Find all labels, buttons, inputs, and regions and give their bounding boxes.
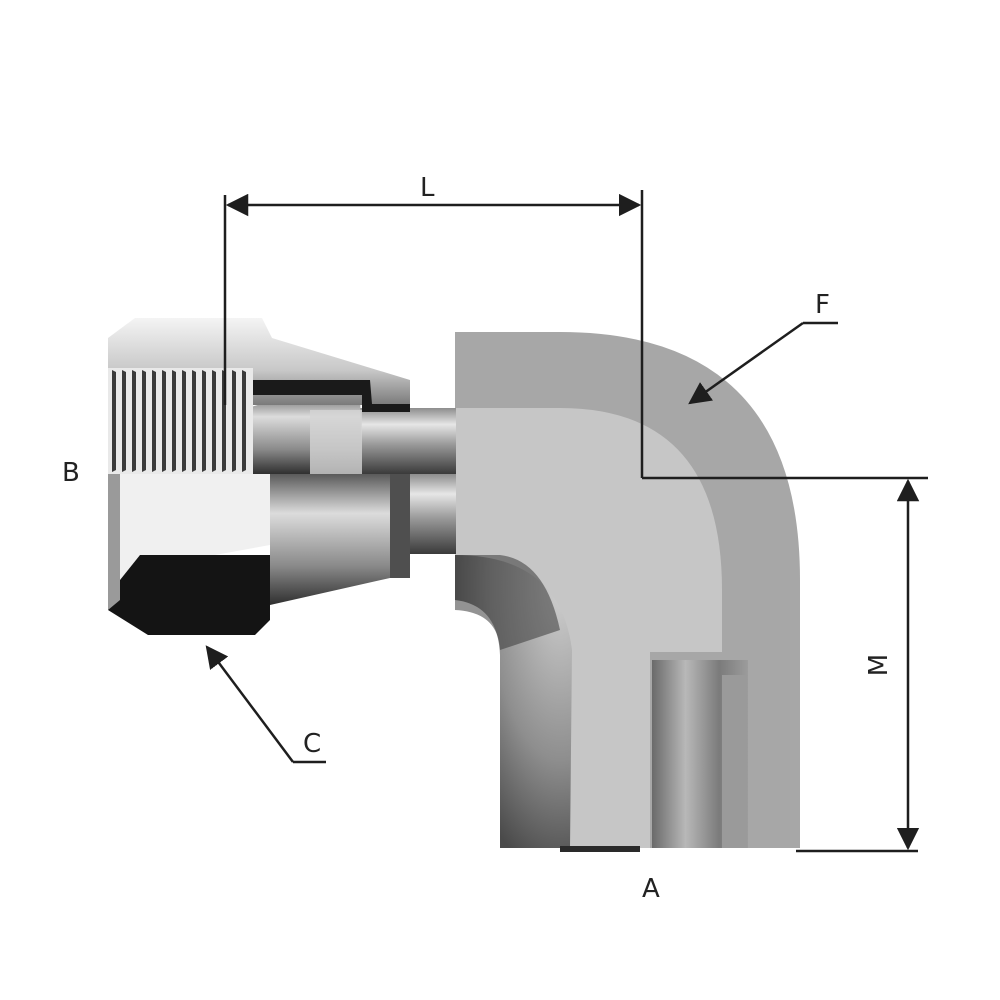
leader-F bbox=[688, 321, 838, 405]
thread-ridge bbox=[142, 370, 146, 472]
nut-side-shade bbox=[108, 474, 120, 610]
ferrule-lower bbox=[270, 474, 390, 605]
shaft-upper bbox=[360, 408, 456, 474]
leader-C bbox=[205, 645, 326, 764]
callout-label-A: A bbox=[642, 874, 660, 904]
ferrule-step bbox=[310, 410, 362, 474]
thread-ridge bbox=[152, 370, 156, 472]
nut-threads bbox=[112, 370, 246, 472]
thread-ridge bbox=[162, 370, 166, 472]
nut-inner-step bbox=[253, 380, 410, 412]
thread-ridge bbox=[202, 370, 206, 472]
bottom-port-ridge bbox=[722, 675, 746, 848]
dimension-M bbox=[642, 476, 928, 853]
thread-ridge bbox=[182, 370, 186, 472]
thread-ridge bbox=[242, 370, 246, 472]
thread-ridge bbox=[112, 370, 116, 472]
elbow-recess bbox=[455, 555, 560, 650]
hex-nut bbox=[108, 318, 410, 635]
nut-cutaway bbox=[108, 368, 253, 474]
bottom-rim bbox=[560, 846, 640, 852]
dimension-L bbox=[223, 190, 644, 478]
thread-ridge bbox=[212, 370, 216, 472]
nut-dark-flat bbox=[108, 555, 270, 635]
thread-ridge bbox=[132, 370, 136, 472]
thread-ridge bbox=[232, 370, 236, 472]
callout-label-B: B bbox=[62, 458, 80, 488]
thread-ridge bbox=[122, 370, 126, 472]
thread-ridge bbox=[192, 370, 196, 472]
elbow-body bbox=[455, 332, 800, 852]
callout-label-F: F bbox=[815, 290, 830, 320]
dimension-label-L: L bbox=[420, 173, 435, 203]
dimension-label-M: M bbox=[864, 653, 895, 677]
nut-lower-light bbox=[108, 474, 270, 595]
ferrule-cone bbox=[225, 392, 390, 605]
tube-shaft bbox=[360, 408, 456, 578]
shaft-lower bbox=[405, 474, 456, 554]
callout-label-C: C bbox=[303, 729, 322, 759]
thread-ridge bbox=[172, 370, 176, 472]
